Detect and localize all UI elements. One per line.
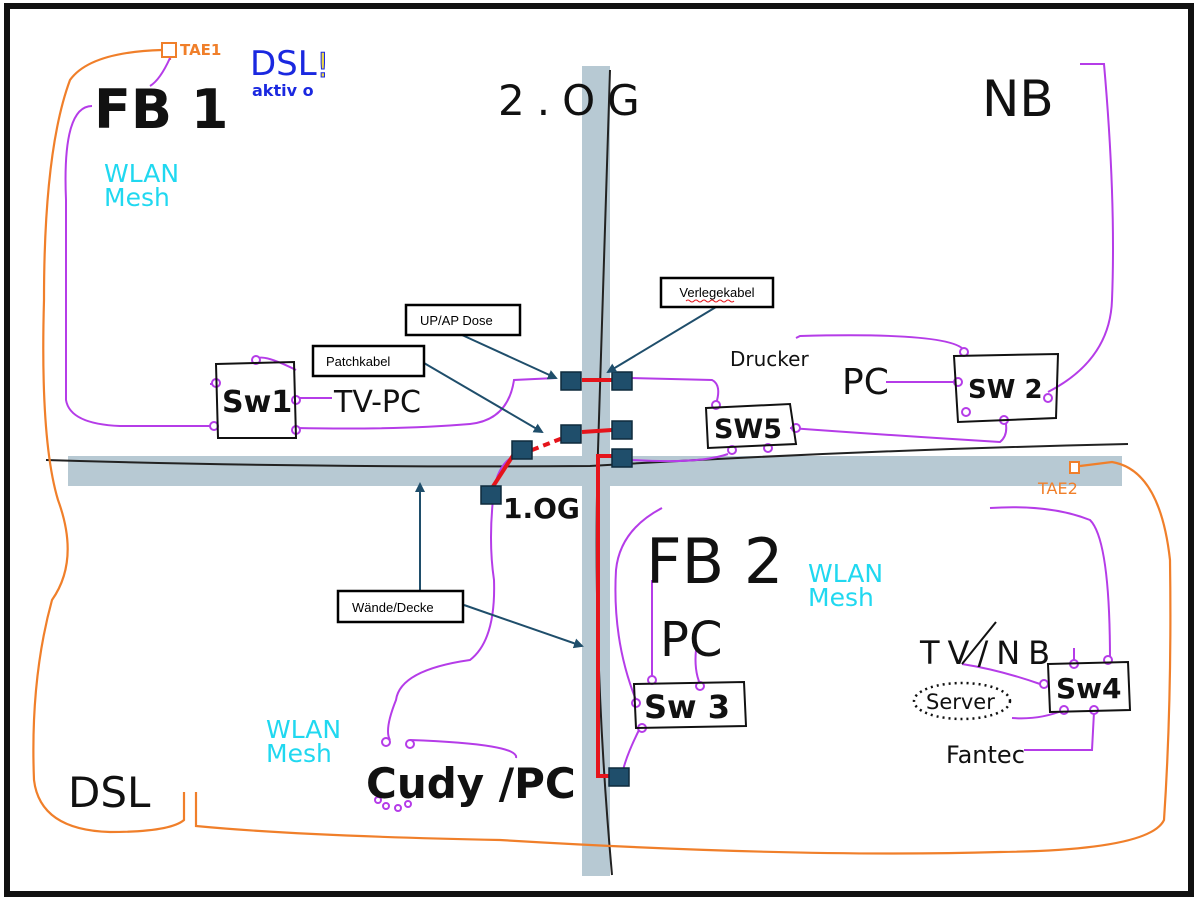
mesh-label-fb1: Mesh bbox=[104, 183, 170, 212]
dsl-excl-label: ! bbox=[316, 46, 330, 86]
pc-upper-label: PC bbox=[842, 362, 889, 403]
pc-fb2-label: PC bbox=[660, 612, 722, 668]
fb1-label: FB 1 bbox=[94, 78, 228, 141]
callout-patchkabel: Patchkabel bbox=[311, 344, 426, 378]
sw5-label: SW5 bbox=[714, 414, 782, 445]
ports bbox=[209, 347, 1113, 812]
callout-patchkabel-label: Patchkabel bbox=[326, 354, 390, 369]
tae1-label: TAE1 bbox=[180, 41, 221, 59]
sockets bbox=[480, 371, 633, 787]
callout-verlegekabel-label: Verlegekabel bbox=[679, 285, 754, 300]
mesh-label-lower: Mesh bbox=[266, 739, 332, 768]
dsl-bottom-label: DSL bbox=[68, 768, 151, 817]
callout-leaders bbox=[415, 306, 717, 649]
fb2-label: FB 2 bbox=[646, 525, 783, 598]
sw4-box bbox=[1046, 660, 1132, 714]
ceiling-line bbox=[45, 443, 1129, 468]
sw1-box bbox=[214, 360, 298, 439]
callout-up-ap-dose-label: UP/AP Dose bbox=[420, 313, 493, 328]
server-dotted-ellipse bbox=[912, 681, 1012, 721]
dsl-header-label: DSL bbox=[250, 44, 317, 84]
spellcheck-underline bbox=[685, 299, 735, 303]
sw2-label: SW 2 bbox=[968, 375, 1043, 405]
drucker-label: Drucker bbox=[730, 347, 809, 371]
walls-ceiling bbox=[45, 66, 1129, 876]
tae1-box bbox=[161, 42, 177, 58]
sw3-label: Sw 3 bbox=[644, 688, 730, 726]
tae2-label: TAE2 bbox=[1037, 479, 1078, 498]
floor-upper-label: 2.OG bbox=[498, 76, 652, 125]
nb-label: NB bbox=[982, 70, 1054, 128]
sw1-label: Sw1 bbox=[222, 385, 292, 420]
labels: 2.OG 1.OG FB 1 DSL ! aktiv o TAE1 TAE2 W… bbox=[68, 41, 1122, 817]
installed-cables bbox=[490, 378, 613, 778]
wall-line bbox=[595, 69, 613, 876]
sw3-box bbox=[632, 680, 748, 730]
fantec-label: Fantec bbox=[946, 741, 1025, 769]
sw2-box bbox=[952, 352, 1060, 424]
wlan-label-fb1: WLAN bbox=[104, 159, 179, 188]
wlan-label-lower: WLAN bbox=[266, 715, 341, 744]
tv-pc-label: TV-PC bbox=[333, 385, 421, 420]
wlan-label-fb2: WLAN bbox=[808, 559, 883, 588]
tae2-box bbox=[1069, 461, 1080, 474]
mesh-label-fb2: Mesh bbox=[808, 583, 874, 612]
dsl-aktiv-label: aktiv o bbox=[252, 81, 314, 100]
callout-verlegekabel: Verlegekabel bbox=[659, 276, 775, 309]
lan-cables bbox=[64, 57, 1114, 777]
floor-lower-label: 1.OG bbox=[503, 492, 580, 525]
sw4-label: Sw4 bbox=[1056, 672, 1122, 705]
device-boxes bbox=[214, 352, 1132, 730]
callout-waende-decke: Wände/Decke bbox=[336, 589, 465, 624]
tv-nb-slash bbox=[961, 621, 997, 665]
cudy-pc-label: Cudy /PC bbox=[366, 759, 576, 808]
server-label: Server bbox=[926, 690, 995, 714]
callout-up-ap-dose: UP/AP Dose bbox=[404, 303, 522, 337]
callout-waende-decke-label: Wände/Decke bbox=[352, 600, 434, 615]
sw5-box bbox=[704, 402, 798, 450]
tv-nb-label: TV/NB bbox=[919, 634, 1058, 672]
